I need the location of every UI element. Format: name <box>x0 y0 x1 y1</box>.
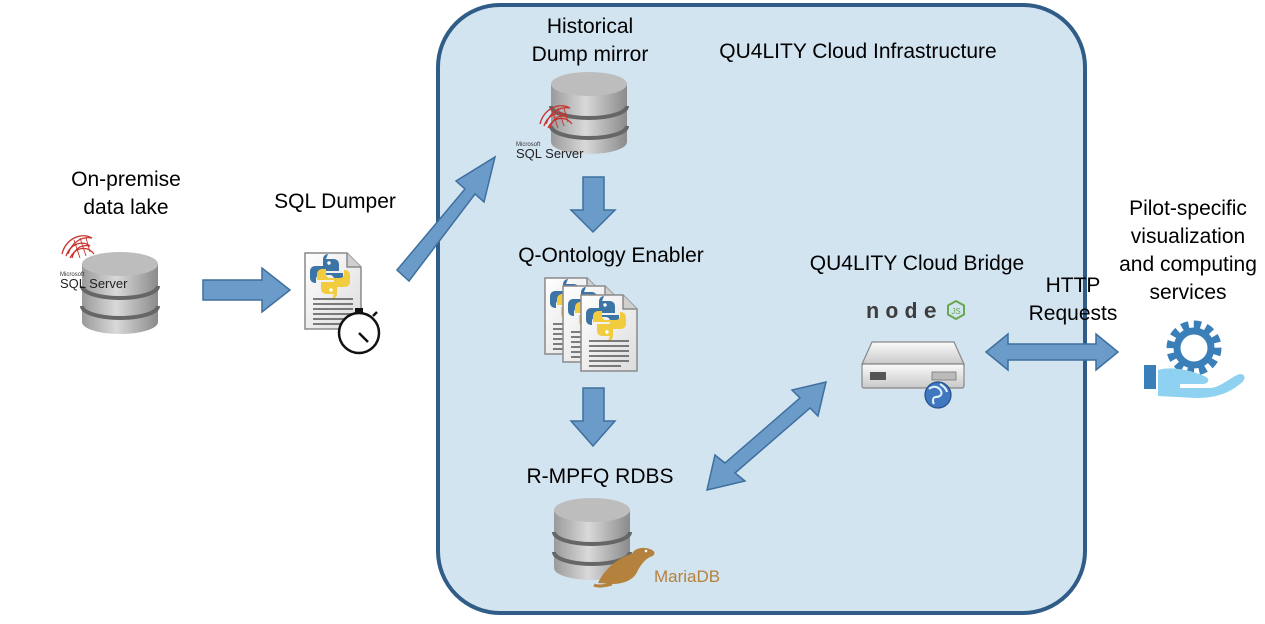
sql-server-small-text-1: Microsoft <box>60 272 85 278</box>
http-label-line-1: HTTP <box>1045 274 1101 297</box>
pilot-label-line-2: visualization <box>1130 225 1246 248</box>
mariadb-logo-text: MariaDB <box>654 567 720 586</box>
cloud-infrastructure-label: QU4LITY Cloud Infrastructure <box>719 40 997 63</box>
gear-hand-icon <box>1144 320 1245 398</box>
cloud-bridge-server-icon: JS <box>861 299 965 409</box>
pilot-services-label: Pilot-specific visualization and computi… <box>1106 195 1265 307</box>
arrow-dumper-to-historical <box>395 155 497 283</box>
cloud-infrastructure-container <box>436 3 1087 615</box>
arrow-rdbs-bridge-bidirectional <box>706 380 828 492</box>
pilot-label-line-1: Pilot-specific <box>1129 197 1247 220</box>
arrow-historical-to-ontology <box>569 176 617 234</box>
pilot-label-line-3: and computing <box>1119 253 1257 276</box>
rdbs-label: R-MPFQ RDBS <box>526 465 674 488</box>
http-requests-label: HTTP Requests <box>1018 272 1128 328</box>
onprem-label: On-premise data lake <box>56 166 196 222</box>
onprem-label-line-1: On-premise <box>71 168 181 191</box>
ontology-label: Q-Ontology Enabler <box>518 244 704 267</box>
cloud-bridge-label: QU4LITY Cloud Bridge <box>809 252 1025 275</box>
sql-server-logo-text-1: SQL Server <box>60 276 128 291</box>
node-badge-text: JS <box>951 307 960 316</box>
onprem-label-line-2: data lake <box>83 196 169 219</box>
node-logo-text: node <box>866 300 943 325</box>
arrow-onprem-to-dumper <box>202 266 292 314</box>
historical-label-line-1: Historical <box>546 15 634 38</box>
historical-label-line-2: Dump mirror <box>531 43 649 66</box>
nodejs-logo: JS <box>947 299 965 321</box>
historical-database-icon <box>539 70 629 156</box>
historical-label: Historical Dump mirror <box>510 13 670 69</box>
sql-server-logo-text-2: SQL Server <box>516 146 584 161</box>
mariadb-seal-icon <box>593 547 655 588</box>
rdbs-database-icon <box>552 496 655 588</box>
http-label-line-2: Requests <box>1028 302 1118 325</box>
arrow-bridge-services-bidirectional <box>984 332 1120 372</box>
globe-icon <box>924 381 952 409</box>
pilot-label-line-4: services <box>1149 281 1227 304</box>
dumper-label: SQL Dumper <box>274 190 396 213</box>
sql-server-small-text-2: Microsoft <box>516 142 541 148</box>
sql-dumper-script-icon <box>305 253 381 355</box>
stopwatch-icon <box>337 308 381 355</box>
arrow-ontology-to-rdbs <box>569 387 617 448</box>
